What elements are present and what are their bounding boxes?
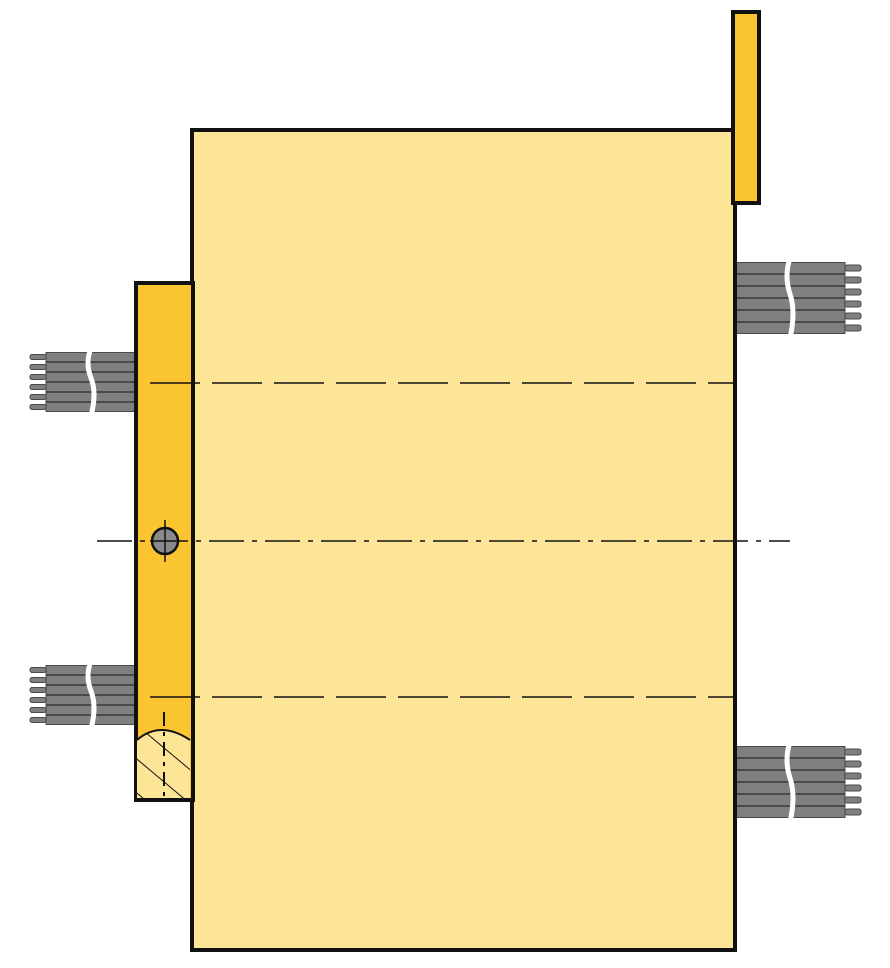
- cable-bundles: [29, 257, 862, 823]
- wire-tip: [844, 300, 862, 308]
- wire-tip: [844, 772, 862, 780]
- wire-tip: [844, 796, 862, 804]
- wire-tip: [29, 394, 47, 400]
- wire-tip: [844, 312, 862, 320]
- wire-tip: [29, 677, 47, 683]
- wire-tip: [29, 354, 47, 360]
- pivot-hole: [150, 520, 180, 562]
- wire-tip: [29, 404, 47, 410]
- wire-tip: [844, 288, 862, 296]
- wire-tip: [844, 808, 862, 816]
- hatched-section: [136, 712, 191, 798]
- top-tab: [731, 10, 761, 205]
- break-mark: [85, 660, 97, 730]
- wire-tip: [844, 760, 862, 768]
- main-body: [190, 128, 737, 952]
- cable-bundle-right-upper: [734, 257, 862, 339]
- wire-tip: [844, 276, 862, 284]
- wire-tip: [29, 717, 47, 723]
- wire: [734, 310, 846, 322]
- cable-bundle-left-upper: [29, 347, 137, 417]
- break-mark: [85, 347, 97, 417]
- wire-tip: [844, 264, 862, 272]
- wire-tip: [29, 697, 47, 703]
- cable-bundle-right-lower: [734, 741, 862, 823]
- wire-tip: [844, 784, 862, 792]
- wire-tip: [29, 364, 47, 370]
- break-mark: [784, 257, 796, 339]
- wire-tip: [29, 384, 47, 390]
- wire-tip: [844, 324, 862, 332]
- wire-tip: [844, 748, 862, 756]
- wire: [45, 392, 137, 402]
- wire-tip: [29, 667, 47, 673]
- cable-bundle-left-lower: [29, 660, 137, 730]
- break-mark: [784, 741, 796, 823]
- wire: [45, 705, 137, 715]
- wire-tip: [29, 687, 47, 693]
- wire: [734, 794, 846, 806]
- wire-tip: [29, 707, 47, 713]
- wire-tip: [29, 374, 47, 380]
